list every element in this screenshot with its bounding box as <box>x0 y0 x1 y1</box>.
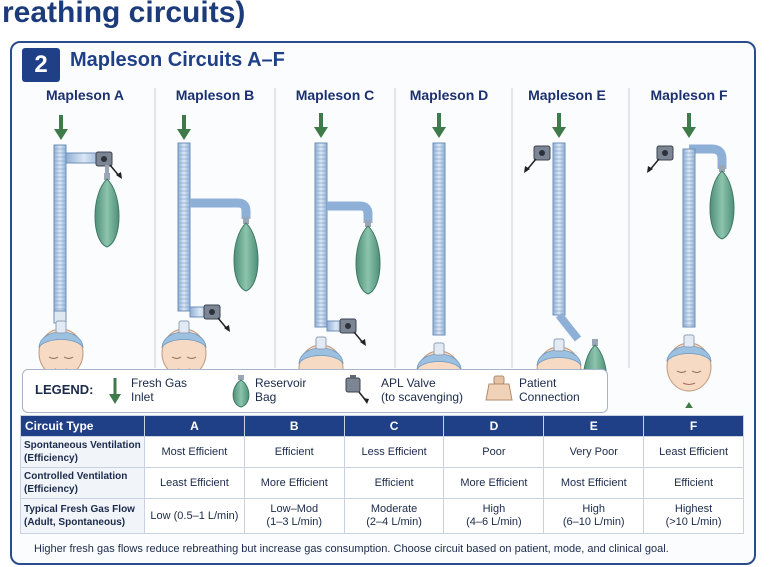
footnote: Higher fresh gas flows reduce rebreathin… <box>34 543 669 555</box>
circuit-label-c: Mapleson C <box>295 87 375 103</box>
table-header-cell: F <box>643 415 744 437</box>
table-cell: Less Efficient <box>343 436 445 468</box>
table-cell: Most Efficient <box>144 436 245 468</box>
table-row-header: Typical Fresh Gas Flow(Adult, Spontaneou… <box>20 498 145 534</box>
section-number-badge: 2 <box>22 48 60 82</box>
mapleson-panel: 2 Mapleson Circuits A–F <box>10 41 756 565</box>
legend-title: LEGEND: <box>35 382 94 397</box>
circuit-label-e: Mapleson E <box>528 87 606 103</box>
table-header-cell: E <box>543 415 645 437</box>
table-row-header: Spontaneous Ventilation(Efficiency) <box>20 436 145 468</box>
table-cell: Poor <box>443 436 545 468</box>
table-cell: Efficient <box>343 467 445 499</box>
table-header-cell: B <box>243 415 345 437</box>
legend-apl-valve-label: APL Valve(to scavenging) <box>381 376 464 404</box>
circuit-diagrams: Mapleson A Mapleson B Mapleson C Mapleso… <box>12 83 754 408</box>
circuit-label-f: Mapleson F <box>650 87 728 103</box>
column-dividers <box>154 88 630 368</box>
legend-icons <box>109 375 513 408</box>
mapleson-e-diagram <box>524 113 608 408</box>
mapleson-a-diagram <box>38 115 122 378</box>
mapleson-d-diagram <box>416 113 462 400</box>
table-cell: Moderate(2–4 L/min) <box>343 498 445 534</box>
table-cell: Low–Mod(1–3 L/min) <box>243 498 345 534</box>
table-header-cell: Circuit Type <box>20 415 145 437</box>
table-cell: High(4–6 L/min) <box>443 498 545 534</box>
circuit-label-d: Mapleson D <box>409 87 489 103</box>
table-header-cell: C <box>343 415 445 437</box>
table-cell: Least Efficient <box>643 436 744 468</box>
table-cell: High(6–10 L/min) <box>543 498 645 534</box>
page-title-fragment: reathing circuits) <box>2 0 246 29</box>
table-cell: Most Efficient <box>543 467 645 499</box>
table-cell: More Efficient <box>443 467 545 499</box>
table-row: Spontaneous Ventilation(Efficiency)Most … <box>20 436 744 468</box>
mapleson-f-diagram <box>647 113 735 408</box>
mapleson-c-diagram <box>298 113 381 394</box>
table-row-header: Controlled Ventilation(Efficiency) <box>20 467 145 499</box>
circuit-label-a: Mapleson A <box>45 87 125 103</box>
table-header-cell: D <box>443 415 545 437</box>
table-header-row: Circuit Type A B C D E F <box>20 415 744 437</box>
table-cell: Efficient <box>643 467 744 499</box>
circuit-comparison-table: Circuit Type A B C D E F Spontaneous Ven… <box>20 415 744 534</box>
table-cell: More Efficient <box>243 467 345 499</box>
table-row: Typical Fresh Gas Flow(Adult, Spontaneou… <box>20 498 744 534</box>
reservoir-bag-icon <box>232 375 250 408</box>
table-cell: Efficient <box>243 436 345 468</box>
circuit-diagrams-svg <box>38 88 735 408</box>
patient-connection-icon <box>485 375 513 401</box>
mapleson-b-diagram <box>161 115 259 378</box>
table-cell: Highest(>10 L/min) <box>643 498 744 534</box>
circuit-label-b: Mapleson B <box>175 87 255 103</box>
table-cell: Very Poor <box>543 436 645 468</box>
fresh-gas-arrow-icon <box>109 378 121 404</box>
table-cell: Least Efficient <box>144 467 245 499</box>
table-cell: Low (0.5–1 L/min) <box>144 498 245 534</box>
table-row: Controlled Ventilation(Efficiency)Least … <box>20 467 744 499</box>
panel-title: Mapleson Circuits A–F <box>70 49 285 71</box>
table-header-cell: A <box>144 415 245 437</box>
apl-valve-icon <box>345 375 369 404</box>
